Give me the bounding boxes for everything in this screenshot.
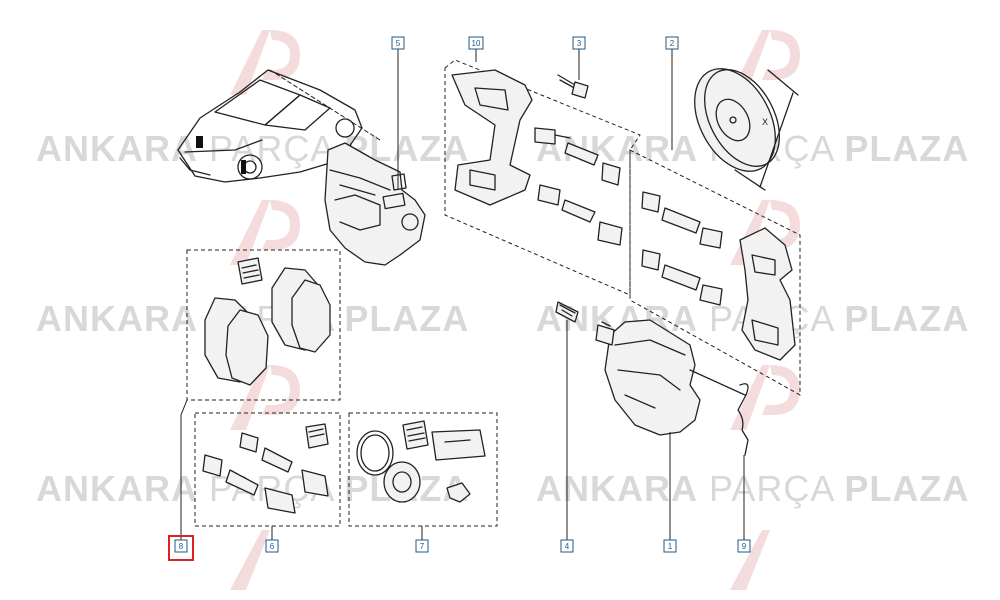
callout-2[interactable]: 2 (665, 36, 679, 50)
callout-1[interactable]: 1 (663, 539, 677, 553)
callout-9[interactable]: 9 (737, 539, 751, 553)
pad-box-manual-icon (237, 257, 263, 285)
callout-2-label: 2 (670, 39, 675, 48)
callout-3[interactable]: 3 (572, 36, 586, 50)
piston-seal-kit-part (348, 412, 498, 527)
callout-8-selected[interactable]: 8 (168, 535, 194, 561)
caliper-location-marker-icon (196, 136, 246, 174)
callout-7[interactable]: 7 (415, 539, 429, 553)
callout-10[interactable]: 10 (468, 36, 484, 50)
callout-8-label: 8 (179, 542, 184, 551)
callout-5-label: 5 (396, 39, 401, 48)
caliper-bracket-kit-part (444, 59, 641, 296)
callout-6[interactable]: 6 (265, 539, 279, 553)
caliper-assembly-part (595, 319, 746, 436)
bleed-screw-part (555, 301, 579, 323)
brake-pad-set-part (186, 249, 341, 401)
callout-6-label: 6 (270, 542, 275, 551)
guide-pin-kit-part (194, 412, 341, 527)
callout-3-label: 3 (577, 39, 582, 48)
callout-1-label: 1 (668, 542, 673, 551)
callout-9-label: 9 (742, 542, 747, 551)
caliper-repair-kit-part (629, 149, 801, 396)
callout-7-label: 7 (420, 542, 425, 551)
wear-sensor-part (737, 383, 749, 456)
callout-leader-lines (180, 49, 745, 540)
caliper-bolt-part (557, 74, 589, 99)
vehicle-reference-illustration (177, 69, 381, 183)
callout-4-label: 4 (565, 542, 570, 551)
brake-caliper-part (324, 142, 426, 266)
selection-highlight (168, 535, 194, 561)
callout-10-label: 10 (472, 39, 481, 48)
callout-5[interactable]: 5 (391, 36, 405, 50)
callout-4[interactable]: 4 (560, 539, 574, 553)
brake-disc-part: X (694, 68, 799, 191)
guide-pin-set (534, 127, 623, 246)
disc-dimension-label: X (762, 117, 768, 127)
